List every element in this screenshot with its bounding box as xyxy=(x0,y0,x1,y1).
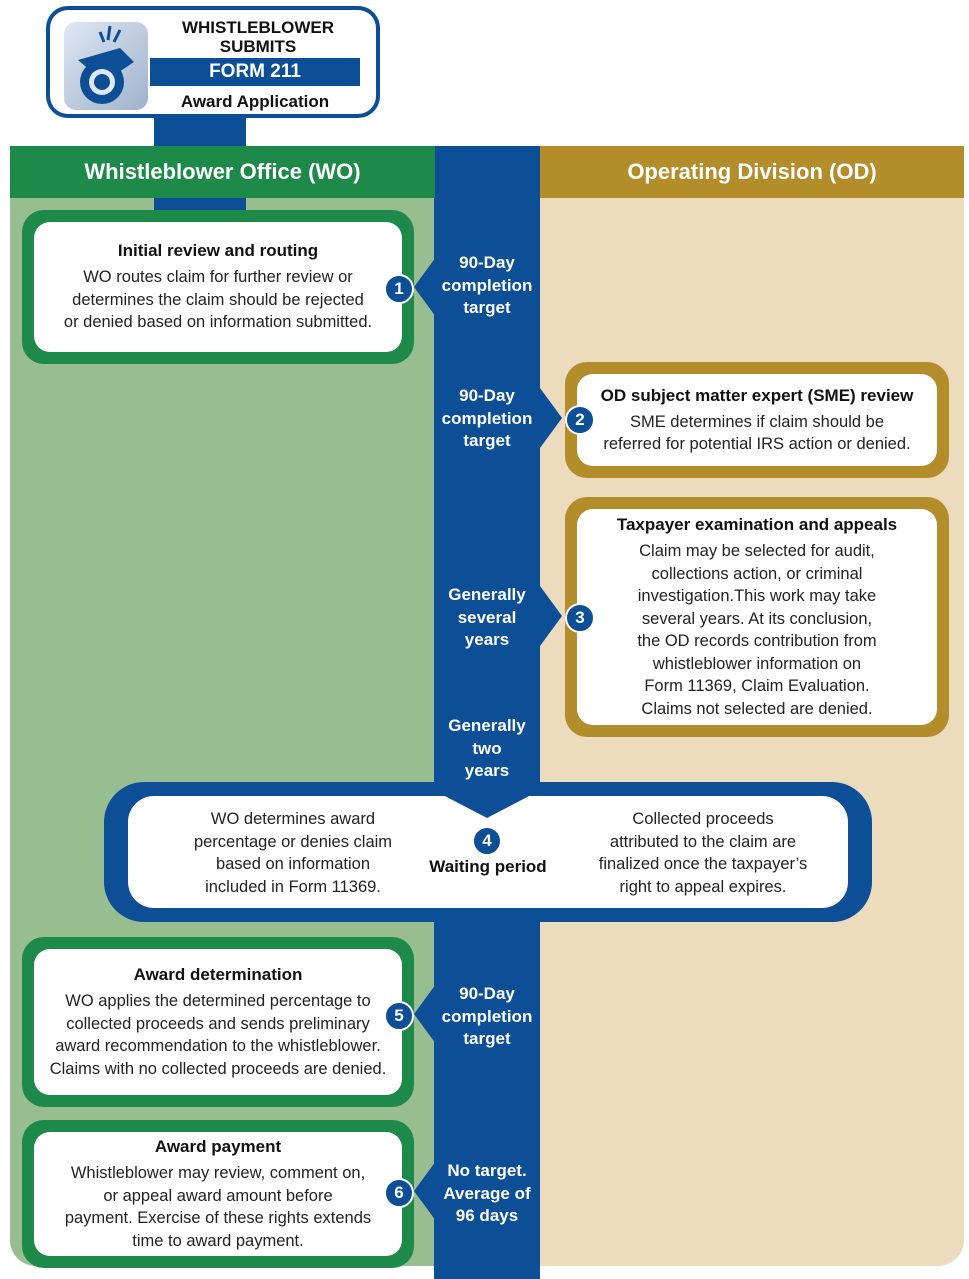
step-4-target: Generally two years xyxy=(448,716,526,780)
step-2-badge: 2 xyxy=(565,405,595,435)
step-4-title: Waiting period xyxy=(429,857,547,876)
step-6-badge: 6 xyxy=(384,1178,414,1208)
step-5-badge: 5 xyxy=(384,1001,414,1031)
step-1-target: 90-Day completion target xyxy=(441,253,533,317)
step-5-title: Award determination xyxy=(133,965,303,984)
step-2-pointer xyxy=(540,388,562,448)
submission-line2: SUBMITS xyxy=(219,37,297,56)
step-5-pointer xyxy=(414,984,436,1044)
step-6-target: No target. Average of 96 days xyxy=(443,1161,531,1225)
step-6-text: Whistleblower may review, comment on, or… xyxy=(64,1164,372,1250)
step-4-right-text: Collected proceeds attributed to the cla… xyxy=(598,810,808,896)
step-3-badge: 3 xyxy=(565,603,595,633)
submission-title: WHISTLEBLOWER SUBMITS xyxy=(156,18,360,56)
step-2-title: OD subject matter expert (SME) review xyxy=(600,385,914,405)
step-1-title: Initial review and routing xyxy=(117,241,319,261)
step-4-left-text: WO determines award percentage or denies… xyxy=(193,810,393,896)
submission-line1: WHISTLEBLOWER xyxy=(181,18,335,37)
step-1-text: WO routes claim for further review or de… xyxy=(63,268,373,332)
whistle-icon xyxy=(64,22,148,110)
step-5-text: WO applies the determined percentage to … xyxy=(49,992,387,1078)
submission-box: WHISTLEBLOWER SUBMITS FORM 211 Award App… xyxy=(46,6,380,118)
timeline-spine xyxy=(434,146,540,1279)
step-3-title: Taxpayer examination and appeals xyxy=(616,515,898,534)
step-6-box: Award payment Whistleblower may review, … xyxy=(22,1120,414,1268)
step-2-text: SME determines if claim should be referr… xyxy=(603,412,911,454)
od-header: Operating Division (OD) xyxy=(540,146,964,198)
step-1-pointer xyxy=(414,257,436,317)
step-2-target: 90-Day completion target xyxy=(441,386,533,450)
step-6-pointer xyxy=(414,1161,436,1221)
wo-header: Whistleblower Office (WO) xyxy=(10,146,435,198)
step-4-pointer xyxy=(441,794,533,818)
step-3-box: Taxpayer examination and appeals Claim m… xyxy=(565,497,949,737)
step-3-pointer xyxy=(540,586,562,646)
step-5-target: 90-Day completion target xyxy=(441,984,533,1048)
step-6-title: Award payment xyxy=(154,1137,282,1156)
form-211-label: FORM 211 xyxy=(150,58,360,86)
step-1-box: Initial review and routing WO routes cla… xyxy=(22,210,414,364)
step-5-box: Award determination WO applies the deter… xyxy=(22,937,414,1107)
step-2-box: OD subject matter expert (SME) review SM… xyxy=(565,362,949,478)
step-3-target: Generally several years xyxy=(448,585,526,649)
step-4-badge: 4 xyxy=(472,826,502,856)
step-3-text: Claim may be selected for audit, collect… xyxy=(637,542,877,718)
step-1-badge: 1 xyxy=(384,274,414,304)
submission-subtitle: Award Application xyxy=(180,92,330,111)
